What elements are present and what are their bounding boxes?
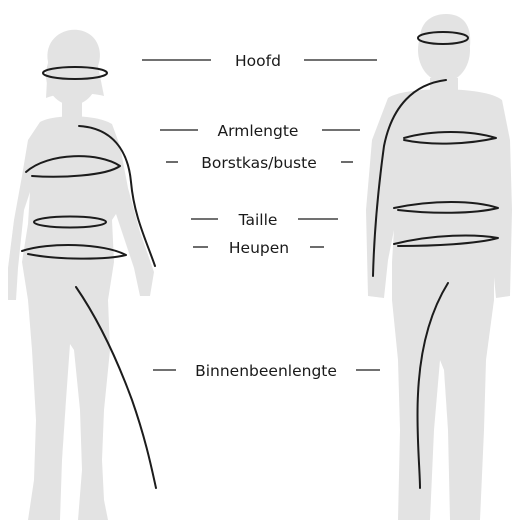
label-hoofd: Hoofd — [142, 52, 377, 70]
label-binnenbeenlengte: Binnenbeenlengte — [153, 362, 380, 380]
label-taille-text: Taille — [238, 211, 278, 229]
label-taille: Taille — [191, 211, 338, 229]
label-armlengte: Armlengte — [160, 122, 360, 140]
label-heupen: Heupen — [193, 239, 324, 257]
label-heupen-text: Heupen — [229, 239, 289, 257]
label-hoofd-text: Hoofd — [235, 52, 281, 70]
label-binnenbeenlengte-text: Binnenbeenlengte — [195, 362, 337, 380]
label-borstkas: Borstkas/buste — [166, 154, 353, 172]
label-armlengte-text: Armlengte — [218, 122, 299, 140]
label-borstkas-text: Borstkas/buste — [201, 154, 317, 172]
female-silhouette — [8, 30, 154, 520]
male-silhouette — [366, 14, 512, 520]
